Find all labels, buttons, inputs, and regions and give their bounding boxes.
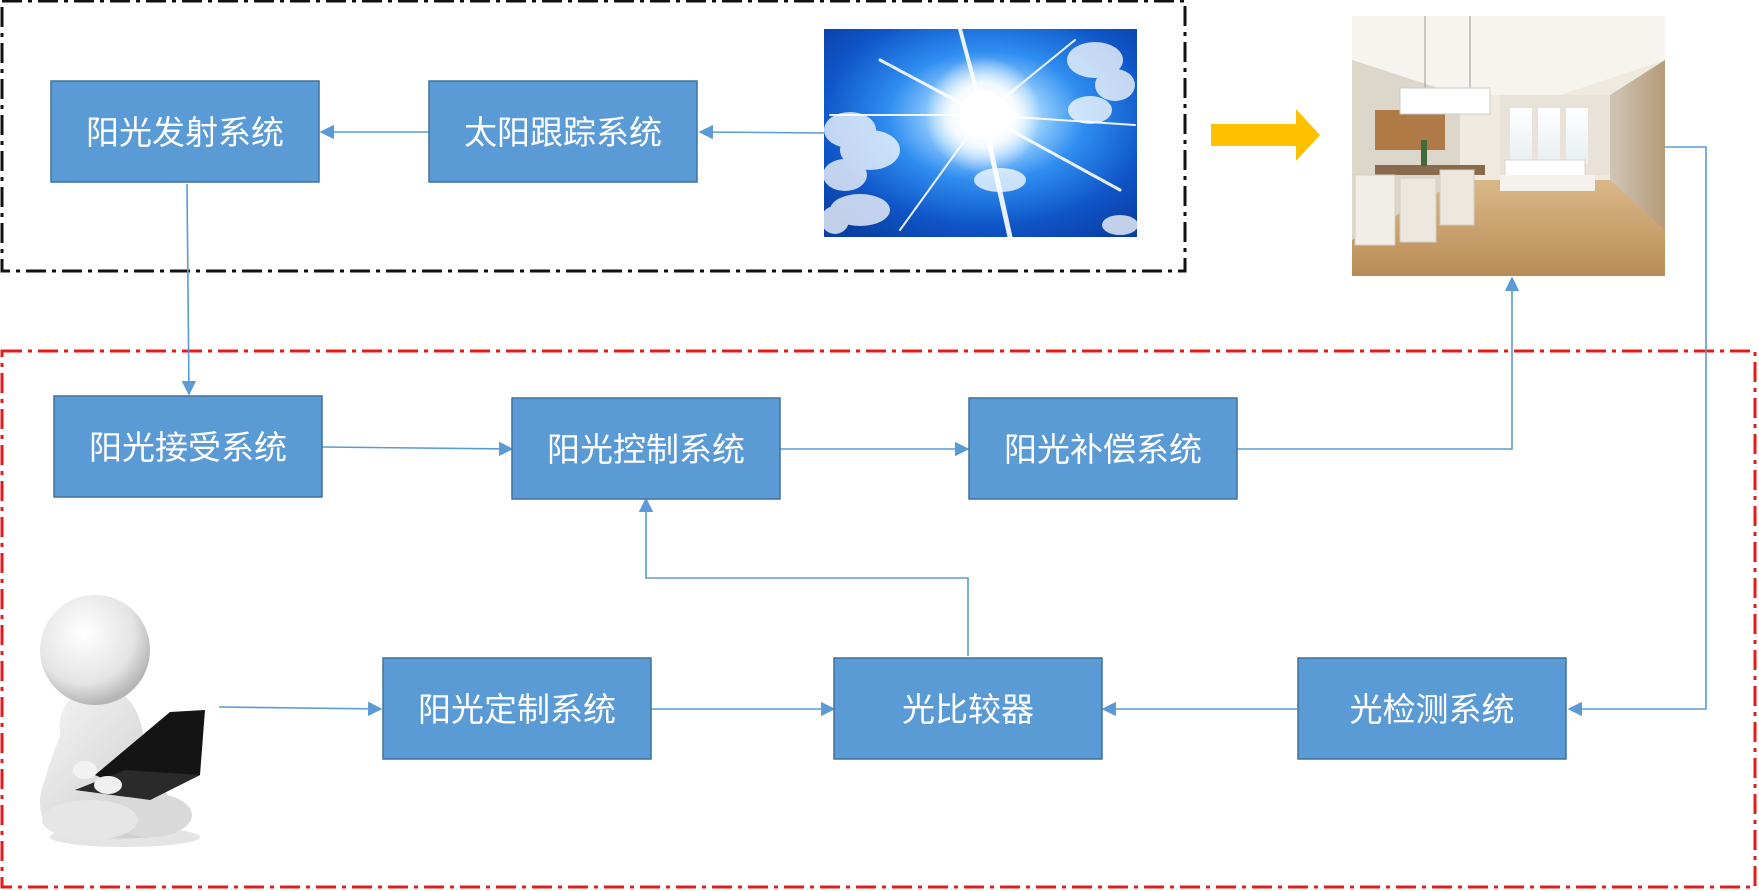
yellow-arrow-icon — [1211, 109, 1320, 161]
node-light-detection: 光检测系统 — [1297, 657, 1567, 760]
node-sunlight-emission: 阳光发射系统 — [50, 80, 320, 183]
node-label-light-comparator: 光比较器 — [902, 690, 1034, 729]
node-sunlight-control: 阳光控制系统 — [511, 397, 781, 500]
indoor-region-border — [0, 349, 1757, 889]
node-sunlight-customization: 阳光定制系统 — [382, 657, 652, 760]
node-sun-tracking: 太阳跟踪系统 — [428, 80, 698, 183]
outdoor-region-border — [0, 0, 1187, 273]
node-label-sunlight-control: 阳光控制系统 — [547, 430, 745, 469]
node-label-sunlight-receiving: 阳光接受系统 — [89, 428, 287, 467]
connector-emission-to-receiving — [181, 183, 197, 396]
node-label-sun-tracking: 太阳跟踪系统 — [464, 113, 662, 152]
connector-room-to-detection — [1567, 146, 1707, 717]
person-with-laptop-icon — [40, 595, 205, 847]
sky-photo — [821, 27, 1138, 240]
node-label-sunlight-emission: 阳光发射系统 — [86, 113, 284, 152]
connector-compensation-to-room — [1237, 276, 1520, 450]
node-light-comparator: 光比较器 — [833, 657, 1103, 760]
connector-comparator-to-control — [638, 497, 969, 656]
node-label-light-detection: 光检测系统 — [1350, 690, 1515, 729]
connector-sky-to-tracking — [698, 124, 825, 140]
node-label-sunlight-customization: 阳光定制系统 — [418, 690, 616, 729]
node-sunlight-receiving: 阳光接受系统 — [53, 395, 323, 498]
room-photo — [1352, 16, 1665, 276]
node-sunlight-compensation: 阳光补偿系统 — [968, 397, 1238, 500]
node-label-sunlight-compensation: 阳光补偿系统 — [1004, 430, 1202, 469]
connector-receiving-to-control — [321, 441, 514, 457]
connector-user-to-customization — [218, 701, 383, 717]
